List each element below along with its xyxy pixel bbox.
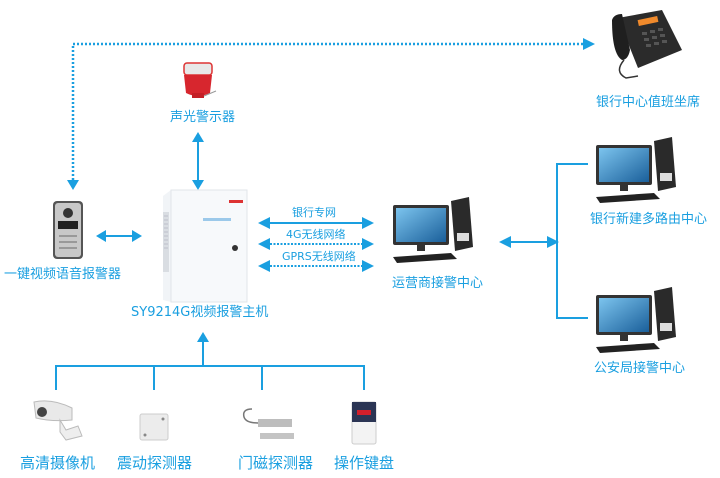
keypad-label: 操作键盘 — [334, 454, 395, 472]
bank-routing-center-computer-icon — [596, 137, 676, 203]
gprs-wireless-label: GPRS无线网络 — [282, 250, 356, 263]
siren-label: 声光警示器 — [170, 110, 236, 125]
police-center-computer-icon — [596, 287, 676, 353]
bank-routing-center-label: 银行新建多路由中心 — [590, 212, 708, 227]
video-alarm-label: 一键视频语音报警器 — [4, 267, 122, 282]
bank-duty-seat-label: 银行中心值班坐席 — [596, 95, 701, 110]
camera-label: 高清摄像机 — [20, 454, 96, 472]
keypad-icon — [351, 401, 377, 445]
door-magnet-icon — [242, 408, 294, 439]
link-bank-private-network — [258, 217, 374, 229]
desk-phone-icon — [612, 10, 682, 79]
police-center-label: 公安局接警中心 — [594, 361, 686, 376]
alarm-host-box-icon — [163, 189, 248, 303]
link-4g-wireless — [258, 238, 374, 250]
vibration-detector-label: 震动探测器 — [117, 454, 193, 472]
link-video-alarm-host — [96, 230, 142, 242]
link-devices-host — [55, 332, 365, 390]
door-sensor-label: 门磁探测器 — [238, 454, 314, 472]
link-siren-host — [192, 132, 204, 190]
camera-icon — [33, 400, 83, 441]
siren-icon — [183, 62, 217, 98]
bank-private-network-label: 银行专网 — [292, 206, 336, 219]
dotted-link-phone — [67, 38, 595, 190]
video-intercom-icon — [53, 201, 83, 259]
operator-center-label: 运营商接警中心 — [392, 276, 484, 291]
alarm-host-label: SY9214G视频报警主机 — [131, 305, 269, 320]
arrow-right-icon — [583, 38, 595, 50]
link-operator-centers — [499, 163, 588, 319]
operator-center-computer-icon — [393, 197, 473, 263]
link-gprs-wireless — [258, 260, 374, 272]
arrow-down-icon — [67, 180, 79, 190]
vibration-detector-icon — [139, 413, 169, 441]
4g-wireless-label: 4G无线网络 — [286, 228, 346, 241]
